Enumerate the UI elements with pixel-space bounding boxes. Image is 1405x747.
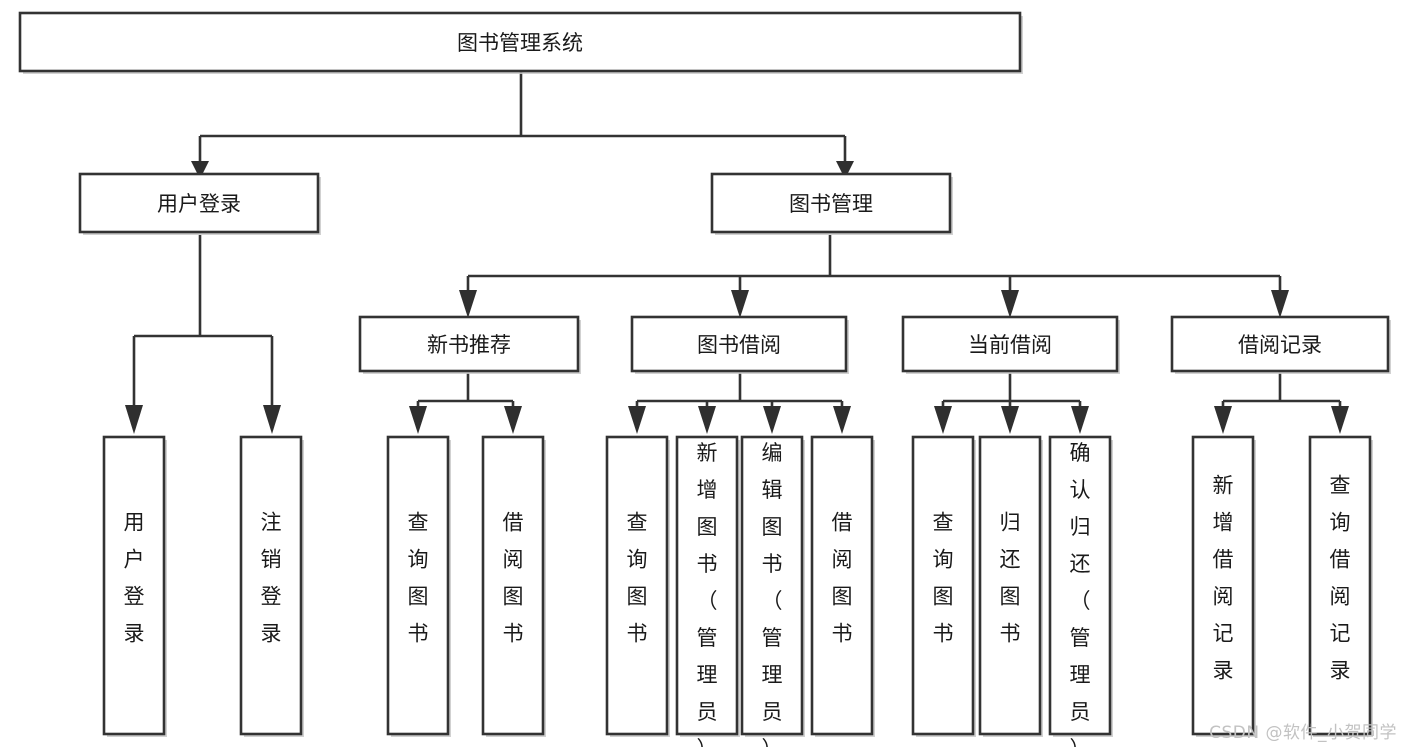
node-leaf-3-box[interactable] xyxy=(386,435,450,736)
node-leaf-12-label: 新增借阅记录 xyxy=(1213,474,1234,683)
csdn-watermark: CSDN @软件_小贺同学 xyxy=(1209,723,1397,743)
node-root[interactable]: 图书管理系统 xyxy=(18,11,1023,74)
arrowhead-to-record xyxy=(1271,290,1289,318)
node-leaf-4-box[interactable] xyxy=(481,435,545,736)
arrowhead-to-leaf-12 xyxy=(1214,406,1232,434)
arrowhead-to-leaf-5 xyxy=(628,406,646,434)
connector-bookmgmt-bus xyxy=(466,235,1282,292)
connector-layer xyxy=(125,72,1349,434)
node-root-box[interactable] xyxy=(18,11,1022,73)
arrowhead-to-leaf-11 xyxy=(1071,406,1089,434)
arrowhead-to-newbook xyxy=(459,290,477,318)
node-leaf-9[interactable]: 查询图书 xyxy=(911,435,976,737)
node-leaf-3[interactable]: 查询图书 xyxy=(386,435,451,737)
node-leaf-7-label: 编辑图书（管理员） xyxy=(762,441,783,747)
connector-login-bus xyxy=(132,235,274,407)
node-leaf-6-label: 新增图书（管理员） xyxy=(697,441,718,747)
node-leaf-8-box[interactable] xyxy=(810,435,874,736)
node-leaf-3-label: 查询图书 xyxy=(408,511,429,646)
node-leaf-8[interactable]: 借阅图书 xyxy=(810,435,875,737)
connector-record-bus xyxy=(1221,373,1342,408)
arrowhead-to-leaf-7 xyxy=(763,406,781,434)
node-leaf-2-box[interactable] xyxy=(239,435,303,736)
node-leaf-11-label: 确认归还（管理员） xyxy=(1070,441,1091,747)
node-leaf-6[interactable]: 新增图书（管理员） xyxy=(675,435,740,747)
node-leaf-1[interactable]: 用户登录 xyxy=(102,435,167,737)
node-leaf-12-box[interactable] xyxy=(1191,435,1255,736)
node-leaf-5-box[interactable] xyxy=(605,435,669,736)
node-root-label: 图书管理系统 xyxy=(457,31,583,55)
connector-current-bus xyxy=(941,373,1082,408)
node-bookmgmt-label: 图书管理 xyxy=(789,192,873,216)
node-leaf-5-label: 查询图书 xyxy=(627,511,648,646)
node-leaf-1-label: 用户登录 xyxy=(124,511,145,646)
node-leaf-4-label: 借阅图书 xyxy=(503,511,524,646)
arrowhead-to-login xyxy=(191,161,209,179)
node-borrow-box[interactable] xyxy=(630,315,848,373)
node-leaf-13[interactable]: 查询借阅记录 xyxy=(1308,435,1373,737)
node-leaf-13-box[interactable] xyxy=(1308,435,1372,736)
node-leaf-4[interactable]: 借阅图书 xyxy=(481,435,546,737)
arrowhead-to-leaf-6 xyxy=(698,406,716,434)
arrowhead-to-leaf-3 xyxy=(409,406,427,434)
connector-root-bus xyxy=(198,72,847,163)
node-leaf-9-box[interactable] xyxy=(911,435,975,736)
arrowhead-to-bookmgmt xyxy=(836,161,854,179)
node-record[interactable]: 借阅记录 xyxy=(1170,315,1391,374)
node-leaf-7-box[interactable] xyxy=(740,435,804,736)
node-leaf-8-label: 借阅图书 xyxy=(832,511,853,646)
node-bookmgmt[interactable]: 图书管理 xyxy=(710,172,953,235)
arrowhead-to-leaf-4 xyxy=(504,406,522,434)
node-leaf-5[interactable]: 查询图书 xyxy=(605,435,670,737)
node-newbook[interactable]: 新书推荐 xyxy=(358,315,581,374)
node-borrow[interactable]: 图书借阅 xyxy=(630,315,849,374)
node-login[interactable]: 用户登录 xyxy=(78,172,321,235)
node-leaf-2-label: 注销登录 xyxy=(261,511,282,646)
node-bookmgmt-box[interactable] xyxy=(710,172,952,234)
node-leaf-7[interactable]: 编辑图书（管理员） xyxy=(740,435,805,747)
node-current-label: 当前借阅 xyxy=(968,333,1052,357)
arrowhead-to-leaf-10 xyxy=(1001,406,1019,434)
node-leaf-11[interactable]: 确认归还（管理员） xyxy=(1048,435,1113,747)
arrowhead-to-leaf-1 xyxy=(125,405,143,434)
node-record-label: 借阅记录 xyxy=(1238,333,1322,357)
node-borrow-label: 图书借阅 xyxy=(697,333,781,357)
node-leaf-6-box[interactable] xyxy=(675,435,739,736)
node-login-label: 用户登录 xyxy=(157,192,241,216)
node-newbook-label: 新书推荐 xyxy=(427,333,511,357)
arrowhead-to-current xyxy=(1001,290,1019,318)
arrowhead-to-borrow xyxy=(731,290,749,318)
node-leaf-2[interactable]: 注销登录 xyxy=(239,435,304,737)
node-leaf-13-label: 查询借阅记录 xyxy=(1330,474,1351,683)
node-leaf-11-box[interactable] xyxy=(1048,435,1112,736)
connector-newbook-bus xyxy=(416,373,515,408)
node-leaf-10[interactable]: 归还图书 xyxy=(978,435,1043,737)
node-leaf-9-label: 查询图书 xyxy=(933,511,954,646)
node-leaf-10-label: 归还图书 xyxy=(1000,511,1021,646)
arrowhead-to-leaf-2 xyxy=(263,405,281,434)
node-current-box[interactable] xyxy=(901,315,1119,373)
node-newbook-box[interactable] xyxy=(358,315,580,373)
connector-borrow-bus xyxy=(635,373,844,408)
node-leaf-1-box[interactable] xyxy=(102,435,166,736)
arrowhead-to-leaf-13 xyxy=(1331,406,1349,434)
node-current[interactable]: 当前借阅 xyxy=(901,315,1120,374)
node-leaf-12[interactable]: 新增借阅记录 xyxy=(1191,435,1256,737)
node-record-box[interactable] xyxy=(1170,315,1390,373)
node-login-box[interactable] xyxy=(78,172,320,234)
arrowhead-to-leaf-9 xyxy=(934,406,952,434)
arrowhead-to-leaf-8 xyxy=(833,406,851,434)
node-leaf-10-box[interactable] xyxy=(978,435,1042,736)
